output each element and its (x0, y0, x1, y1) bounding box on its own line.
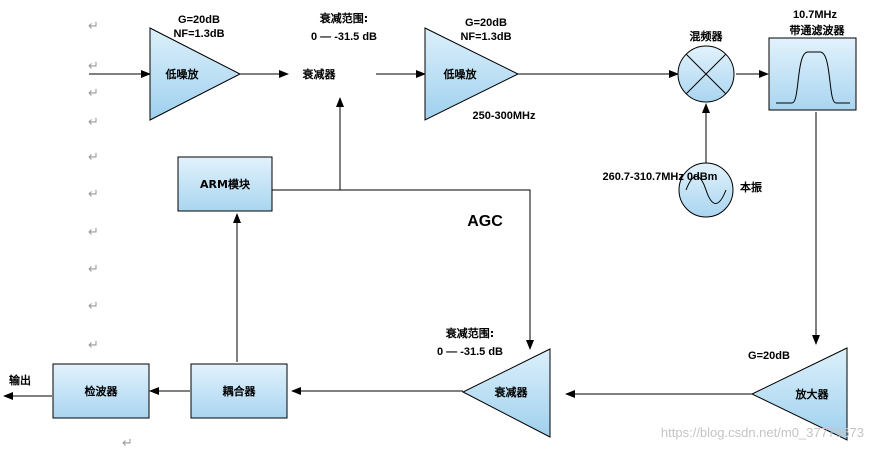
agc-label: AGC (467, 213, 503, 230)
coupler-box (190, 363, 288, 419)
att2: 衰减器 衰减范围: 0 — -31.5 dB (437, 326, 551, 438)
lna1-label: 低噪放 (165, 67, 200, 81)
att2-range-title: 衰减范围: (445, 326, 494, 340)
amplifier: 放大器 G=20dB (748, 347, 848, 441)
bpf-label: 带通滤波器 (790, 23, 846, 37)
paragraph-mark: ↵ (88, 187, 99, 202)
lna2-triangle (424, 27, 520, 121)
mixer: 混频器 (677, 29, 735, 103)
att2-triangle (461, 348, 551, 438)
arm-box (177, 156, 273, 212)
lna1-nf: NF=1.3dB (173, 28, 224, 40)
lna2-nf: NF=1.3dB (460, 31, 511, 43)
paragraph-mark: ↵ (88, 86, 99, 101)
att2-label: 衰减器 (494, 385, 529, 399)
arm-module: ARM模块 (177, 156, 273, 212)
lna1-gain: G=20dB (178, 14, 220, 26)
sine-wave-icon (685, 176, 727, 204)
lna1-triangle (149, 27, 242, 121)
detector: 检波器 (52, 363, 150, 419)
paragraph-marks: ↵ ↵ ↵ ↵ ↵ ↵ ↵ ↵ ↵ ↵ ↵ (88, 19, 133, 451)
detector-box (52, 363, 150, 419)
att1-range-title: 衰减范围: (319, 11, 368, 25)
arm-label: ARM模块 (200, 177, 251, 191)
bpf-box (768, 37, 857, 111)
att1: 衰减器 衰减范围: 0 — -31.5 dB (302, 11, 378, 81)
bandpass-curve-icon (776, 51, 850, 104)
lna2-gain: G=20dB (465, 17, 507, 29)
paragraph-mark: ↵ (88, 299, 99, 314)
paragraph-mark: ↵ (88, 59, 99, 74)
watermark: https://blog.csdn.net/m0_37779673 (661, 425, 864, 440)
amp-triangle (750, 347, 848, 441)
agc-control-arrow (272, 189, 534, 350)
coupler-label: 耦合器 (223, 384, 257, 398)
amp-gain: G=20dB (748, 350, 790, 362)
amp-label: 放大器 (795, 387, 830, 401)
paragraph-mark: ↵ (88, 115, 99, 130)
paragraph-mark: ↵ (122, 436, 133, 451)
att1-label: 衰减器 (302, 67, 337, 81)
signal-wires (3, 70, 820, 400)
lna2-band: 250-300MHz (473, 110, 536, 122)
paragraph-mark: ↵ (88, 338, 99, 353)
paragraph-mark: ↵ (88, 19, 99, 34)
lo-freq: 260.7-310.7MHz 0dBm (603, 171, 718, 183)
lo-label: 本振 (740, 180, 762, 194)
lna2-label: 低噪放 (443, 67, 478, 81)
att2-range: 0 — -31.5 dB (437, 346, 503, 358)
detector-label: 检波器 (85, 384, 119, 398)
paragraph-mark: ↵ (88, 150, 99, 165)
bpf: 10.7MHz 带通滤波器 (768, 9, 857, 111)
paragraph-mark: ↵ (88, 262, 99, 277)
coupler: 耦合器 (190, 363, 288, 419)
output-label: 输出 (9, 373, 31, 387)
lna2: 低噪放 G=20dB NF=1.3dB 250-300MHz (424, 17, 536, 122)
mixer-label: 混频器 (690, 29, 724, 43)
paragraph-mark: ↵ (88, 225, 99, 240)
mixer-cross-icon (685, 53, 727, 95)
lna1: 低噪放 G=20dB NF=1.3dB (149, 14, 242, 121)
att1-range: 0 — -31.5 dB (311, 31, 377, 43)
lo: 260.7-310.7MHz 0dBm 本振 (603, 162, 762, 218)
bpf-freq: 10.7MHz (793, 9, 838, 21)
